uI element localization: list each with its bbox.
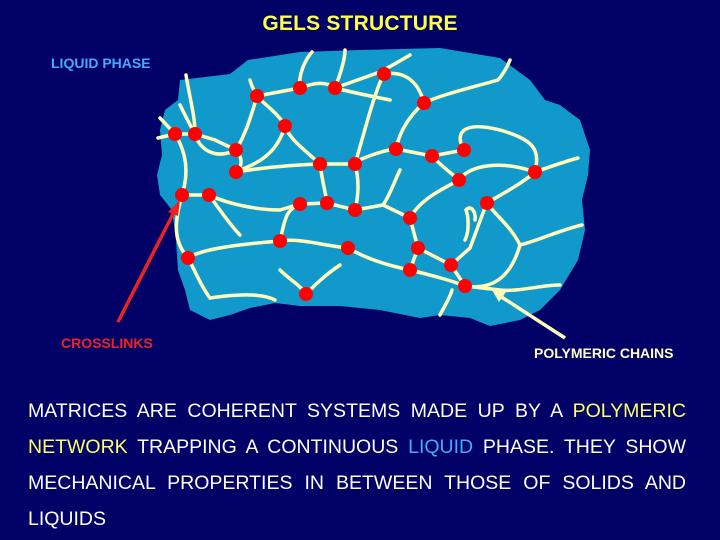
description-text-3: PHASE. THEY SHOW MECHANICAL PROPERTIES I… xyxy=(28,436,686,530)
description-paragraph: MATRICES ARE COHERENT SYSTEMS MADE UP BY… xyxy=(28,393,686,537)
polymeric-chains-arrow xyxy=(492,290,566,340)
description-text-1: MATRICES ARE COHERENT SYSTEMS MADE UP BY… xyxy=(28,400,573,422)
crosslinks xyxy=(168,67,542,301)
crosslinks-label: CROSSLINKS xyxy=(61,335,153,351)
slide-title: GELS STRUCTURE xyxy=(262,12,458,35)
liquid-highlight: LIQUID xyxy=(408,436,474,458)
liquid-phase-blob xyxy=(157,48,590,326)
description-text-2: TRAPPING A CONTINUOUS xyxy=(127,436,409,458)
polymeric-network-highlight: POLYMERIC NETWORK xyxy=(28,400,686,458)
liquid-phase-label: LIQUID PHASE xyxy=(51,55,151,71)
crosslinks-arrow xyxy=(116,200,180,323)
polymeric-chains-label: POLYMERIC CHAINS xyxy=(534,345,674,361)
